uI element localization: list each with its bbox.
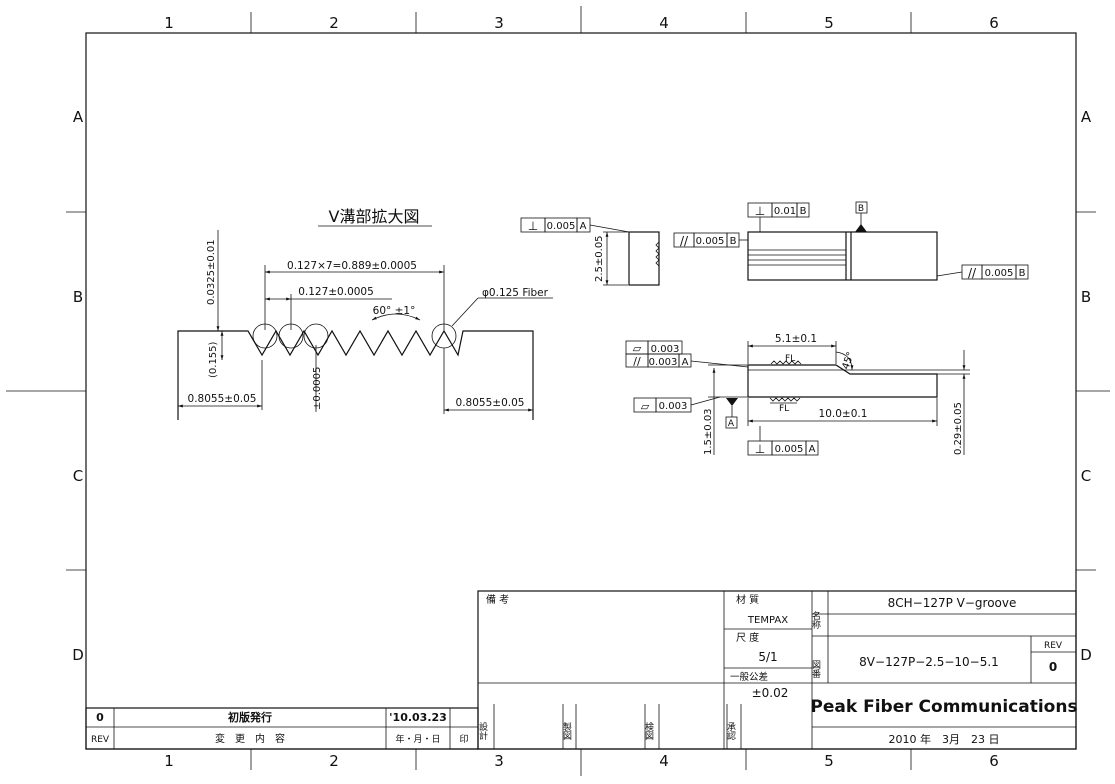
fcf-parallel-datum: B	[730, 236, 737, 247]
drafting-label: 製図	[561, 721, 572, 741]
dim-edge-right: 0.8055±0.05	[456, 397, 525, 409]
drawing-no-label: 図番	[810, 660, 821, 678]
fcf-perp-symbol: ⊥	[528, 219, 538, 233]
side-view: ▱ 0.003 // 0.003 A ▱ 0.003 5.1±0.1 45° F…	[625, 333, 970, 456]
fcf-flatness-symbol: ▱	[633, 342, 642, 355]
row-labels-right: A B C D	[1080, 108, 1092, 664]
row-label: B	[1081, 288, 1091, 306]
col-label: 1	[164, 14, 174, 32]
fcf-parallel-value: 0.005	[985, 268, 1014, 279]
row-label: D	[72, 646, 84, 664]
dim-step: 0.29±0.05	[953, 402, 964, 455]
col-label: 5	[824, 752, 834, 770]
col-label: 6	[989, 14, 999, 32]
scale-value: 5/1	[758, 650, 777, 664]
fcf-perp-datum: A	[580, 221, 587, 232]
fcf-parallel-symbol: //	[680, 234, 689, 248]
remarks-label: 備 考	[486, 593, 509, 606]
company-name: Peak Fiber Communications	[810, 697, 1077, 717]
dim-pitch-tol: ±0.0005	[312, 367, 323, 410]
dim-pitch: 0.127±0.0005	[298, 286, 374, 298]
end-view: ⊥ 0.005 A 2.5±0.05	[520, 217, 660, 286]
row-labels-left: A B C D	[72, 108, 84, 664]
fcf-parallel-datum: A	[682, 357, 689, 368]
column-labels-top: 1 2 3 4 5 6	[164, 14, 999, 32]
rev-date: '10.03.23	[389, 711, 447, 724]
col-label: 2	[329, 752, 339, 770]
dim-step-length: 5.1±0.1	[775, 333, 817, 345]
fcf-perp-datum: B	[800, 206, 807, 217]
fcf-parallel-datum: B	[1019, 268, 1026, 279]
row-label: A	[73, 108, 84, 126]
fcf-perp-symbol: ⊥	[755, 204, 765, 218]
dim-pitch-total: 0.127×7=0.889±0.0005	[287, 260, 417, 272]
dim-groove-top: 0.0325±0.01	[206, 239, 217, 305]
header-date: 年・月・日	[395, 733, 440, 745]
row-label: B	[73, 288, 83, 306]
part-name: 8CH−127P V−groove	[888, 596, 1017, 610]
rev-value: 0	[1049, 660, 1057, 674]
scale-label: 尺 度	[736, 631, 759, 644]
top-view: ⊥ 0.01 B B // 0.005 B // 0.005 B	[673, 201, 1029, 281]
detail-title: V溝部拡大図	[329, 207, 420, 226]
rev-number: 0	[96, 711, 104, 724]
design-label: 設計	[477, 721, 488, 741]
fcf-flatness-value: 0.003	[659, 401, 688, 412]
fcf-parallel-symbol: //	[968, 266, 977, 280]
datum-a-label: A	[728, 419, 735, 429]
fcf-perp-datum: A	[809, 444, 816, 455]
dim-thickness: 1.5±0.03	[703, 408, 714, 455]
fcf-perp-value: 0.005	[775, 444, 804, 455]
material-label: 材 質	[736, 593, 759, 606]
name-label: 名称	[810, 610, 821, 630]
header-description: 変 更 内 容	[215, 732, 285, 745]
dim-fiber: φ0.125 Fiber	[482, 287, 549, 299]
fcf-parallel-symbol: //	[633, 355, 641, 368]
issue-date: 2010 年 3月 23 日	[889, 732, 1000, 746]
row-label: D	[1080, 646, 1092, 664]
tolerance-label: 一般公差	[730, 671, 768, 683]
datum-b-label: B	[858, 204, 864, 214]
check-label: 検図	[643, 721, 654, 741]
header-seal: 印	[459, 733, 468, 745]
rev-description: 初版発行	[228, 710, 272, 724]
row-label: C	[73, 467, 83, 485]
fcf-perp-value: 0.005	[547, 221, 576, 232]
col-label: 1	[164, 752, 174, 770]
col-label: 3	[494, 14, 504, 32]
dim-total-length: 10.0±0.1	[819, 408, 868, 420]
title-block: 備 考 材 質 TEMPAX 尺 度 5/1 一般公差 ±0.02 名称 8CH…	[477, 590, 1078, 750]
approve-label: 承認	[725, 722, 736, 741]
col-label: 4	[659, 752, 669, 770]
dim-groove-depth: (0.155)	[208, 341, 219, 378]
fcf-flatness-value: 0.003	[651, 344, 680, 355]
dim-height: 2.5±0.05	[594, 235, 605, 282]
dim-angle: 60° ±1°	[373, 305, 416, 317]
row-label: C	[1081, 467, 1091, 485]
dim-edge-left: 0.8055±0.05	[188, 393, 257, 405]
fcf-parallel-value: 0.003	[649, 357, 678, 368]
col-label: 5	[824, 14, 834, 32]
row-label: A	[1081, 108, 1092, 126]
rev-label: REV	[1044, 641, 1063, 651]
v-groove-detail-view: V溝部拡大図 0.127×7=0.889±0.0005 0.127±0.0005…	[177, 207, 553, 420]
surface-fl-top: FL	[785, 354, 795, 364]
fcf-parallel-value: 0.005	[696, 236, 725, 247]
fcf-perp-value: 0.01	[774, 206, 796, 217]
drawing-no: 8V−127P−2.5−10−5.1	[859, 655, 999, 669]
column-labels-bottom: 1 2 3 4 5 6	[164, 752, 999, 770]
revision-table: 0 初版発行 '10.03.23 REV 変 更 内 容 年・月・日 印	[85, 707, 479, 750]
col-label: 3	[494, 752, 504, 770]
col-label: 6	[989, 752, 999, 770]
header-rev: REV	[91, 735, 110, 745]
fcf-perp-symbol: ⊥	[755, 442, 765, 456]
col-label: 4	[659, 14, 669, 32]
surface-fl-bottom: FL	[779, 404, 789, 414]
fcf-flatness-symbol: ▱	[641, 400, 650, 413]
tolerance-value: ±0.02	[752, 686, 789, 700]
material-value: TEMPAX	[747, 615, 788, 626]
col-label: 2	[329, 14, 339, 32]
